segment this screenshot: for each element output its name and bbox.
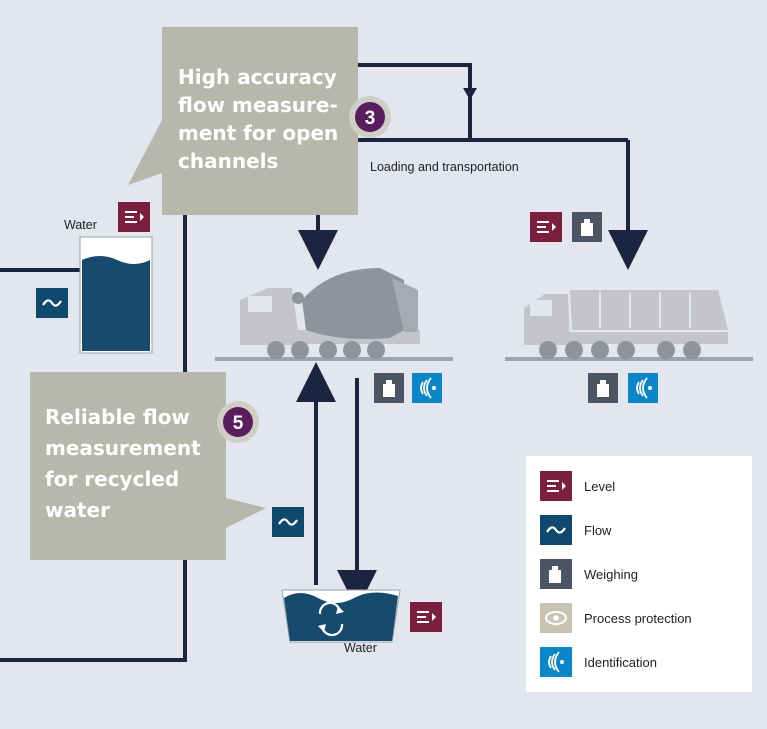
flow-icon <box>540 515 572 545</box>
legend-label-flow: Flow <box>584 523 612 538</box>
legend-label-weighing: Weighing <box>584 567 638 582</box>
weighing-icon <box>374 373 404 403</box>
water-tank-label: Water <box>64 218 97 232</box>
weighing-icon <box>540 559 572 589</box>
callout-top-line-1: High accuracy <box>178 65 337 89</box>
loading-label: Loading and transportation <box>370 160 519 174</box>
badge-3: 3 <box>365 108 376 129</box>
callout-bottom-line-1: Reliable flow <box>45 405 190 429</box>
identification-icon <box>628 373 658 403</box>
legend-item-identification: Identification <box>540 647 657 677</box>
callout-flow-measurement-open-channels: High accuracy flow measure- ment for ope… <box>128 27 391 215</box>
process-protection-icon <box>540 603 572 633</box>
mixer-truck <box>215 268 453 361</box>
callout-bottom-line-2: measurement <box>45 436 201 460</box>
identification-icon <box>540 647 572 677</box>
water-basin-label: Water <box>344 641 377 655</box>
arrow-down-icon <box>463 88 477 100</box>
level-icon <box>540 471 572 501</box>
identification-icon <box>412 373 442 403</box>
legend-item-process-protection: Process protection <box>540 603 692 633</box>
callout-bottom-line-4: water <box>45 498 110 522</box>
level-icon <box>530 212 562 242</box>
callout-recycled-water-flow: Reliable flow measurement for recycled w… <box>30 372 266 560</box>
water-basin <box>281 589 401 643</box>
weighing-icon <box>588 373 618 403</box>
legend-label-process-protection: Process protection <box>584 611 692 626</box>
water-tank <box>79 236 153 354</box>
legend-item-level: Level <box>540 471 615 501</box>
callout-top-line-4: channels <box>178 149 278 173</box>
legend-label-level: Level <box>584 479 615 494</box>
level-icon <box>118 202 150 232</box>
weighing-icon <box>572 212 602 242</box>
dump-truck <box>505 290 753 361</box>
flow-icon <box>272 507 304 537</box>
legend-item-flow: Flow <box>540 515 612 545</box>
legend-label-identification: Identification <box>584 655 657 670</box>
legend: Level Flow Weighing Process protection <box>526 456 752 692</box>
level-icon <box>410 602 442 632</box>
legend-item-weighing: Weighing <box>540 559 638 589</box>
callout-top-line-3: ment for open <box>178 121 338 145</box>
badge-5: 5 <box>233 413 244 434</box>
callout-bottom-line-3: for recycled <box>45 467 179 491</box>
flow-icon <box>36 288 68 318</box>
callout-top-line-2: flow measure- <box>178 93 338 117</box>
